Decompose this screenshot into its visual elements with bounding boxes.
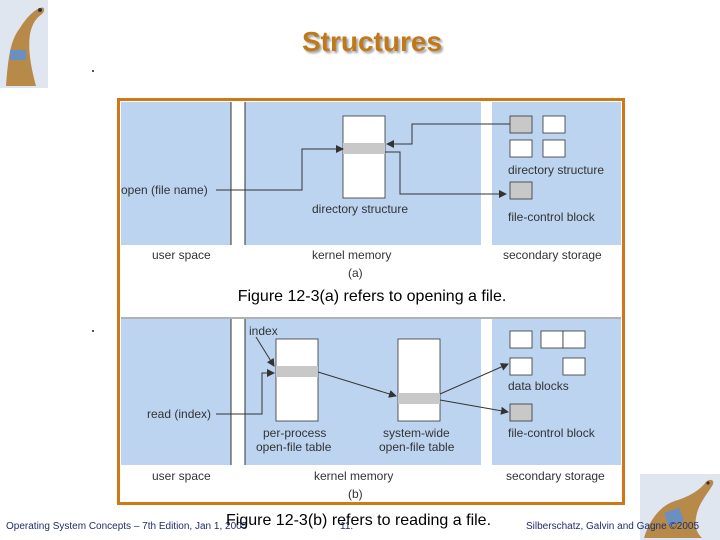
system-wide-label-line2: open-file table (379, 440, 455, 454)
per-process-table-box (275, 338, 319, 422)
dinosaur-logo-top (0, 0, 48, 88)
slide-title: Structures (301, 26, 443, 57)
file-control-block-box-a (509, 181, 533, 200)
directory-read-arrow (386, 123, 510, 148)
footer-page: 11. (340, 521, 354, 532)
fcb-arrow (385, 151, 507, 198)
sub-label-a: (a) (348, 266, 363, 280)
user-space-label-b: user space (152, 469, 211, 483)
storage-block (542, 115, 566, 134)
user-space-panel-b (121, 319, 231, 465)
data-blocks-label: data blocks (508, 379, 569, 393)
kernel-memory-label-b: kernel memory (314, 469, 393, 483)
secondary-storage-label-a: secondary storage (503, 248, 602, 262)
storage-block (509, 139, 533, 158)
directory-structure-storage-label: directory structure (508, 163, 604, 177)
per-process-to-system-arrow (317, 371, 397, 398)
directory-structure-kernel-label: directory structure (312, 202, 408, 216)
file-control-block-box-b (509, 403, 533, 422)
read-arrow (216, 369, 275, 415)
open-arrow (216, 145, 344, 191)
user-space-label-a: user space (152, 248, 211, 262)
read-label: read (index) (147, 407, 211, 421)
open-label: open (file name) (121, 183, 208, 197)
system-wide-entry-highlight (398, 393, 440, 404)
system-wide-label-line1: system-wide (383, 426, 450, 440)
data-block (509, 357, 533, 376)
bullet-dot (92, 330, 94, 332)
data-block-arrow (439, 363, 509, 395)
data-block (562, 330, 586, 349)
caption-figure-b: Figure 12-3(b) refers to reading a file. (226, 512, 492, 529)
per-process-label-line2: open-file table (256, 440, 332, 454)
fcb-arrow-b (439, 399, 509, 415)
caption-figure-a: Figure 12-3(a) refers to opening a file. (237, 288, 507, 305)
footer-right: Silberschatz, Galvin and Gagne ©2005 (526, 521, 700, 532)
figure-b: index read (index) per-process open-file… (121, 319, 621, 501)
storage-block (509, 115, 533, 134)
secondary-storage-label-b: secondary storage (506, 469, 605, 483)
data-block (509, 330, 533, 349)
user-space-panel-a (121, 102, 231, 245)
data-block (562, 357, 586, 376)
system-wide-table-box (397, 338, 441, 422)
per-process-label-line1: per-process (263, 426, 326, 440)
storage-block (542, 139, 566, 158)
footer-left: Operating System Concepts – 7th Edition,… (6, 521, 248, 532)
dinosaur-logo-bottom (640, 474, 720, 540)
directory-entry-highlight (343, 143, 385, 154)
sub-label-b: (b) (348, 487, 363, 501)
index-arrow (255, 336, 275, 367)
bullet-dot (92, 70, 94, 72)
figure-a: open (file name) directory structure dir… (121, 102, 621, 280)
directory-structure-box-kernel (342, 115, 386, 199)
file-control-block-label-a: file-control block (508, 210, 596, 224)
per-process-entry-highlight (276, 366, 318, 377)
index-label: index (249, 324, 278, 338)
data-block (540, 330, 564, 349)
file-control-block-label-b: file-control block (508, 426, 596, 440)
kernel-memory-label-a: kernel memory (312, 248, 391, 262)
